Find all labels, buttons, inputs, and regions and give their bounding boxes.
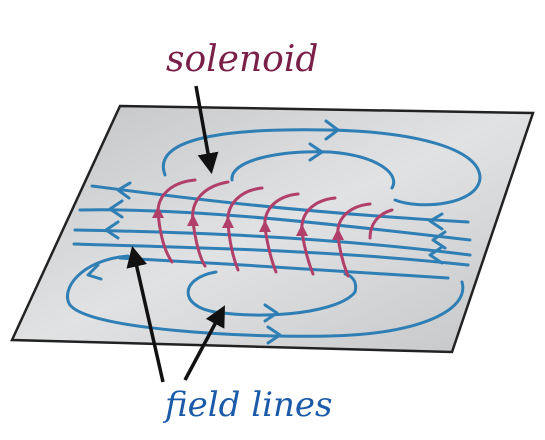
field-line-axial-4 <box>72 242 470 267</box>
field-line-bottom-outer <box>66 254 465 338</box>
arrowhead-bottom-outer <box>86 263 103 281</box>
solenoid-label: solenoid <box>166 39 319 80</box>
field-lines-pointer-arrow-left <box>126 245 165 383</box>
field-line-arrowheads <box>86 119 447 345</box>
field-line-top-inner <box>230 150 396 190</box>
field-line-axial-5 <box>118 256 450 280</box>
arrowhead-top-inner <box>308 142 324 162</box>
arrowhead-axial-right-1 <box>428 212 444 231</box>
coil-arrowheads <box>152 206 344 240</box>
field-line-axial-1 <box>90 184 470 224</box>
arrowhead-axial-right-2 <box>431 230 447 250</box>
arrowhead-axial-1 <box>116 181 132 200</box>
arrowhead-bottom-inner <box>263 303 279 323</box>
arrowhead-axial-3 <box>104 220 120 240</box>
field-lines-label: field lines <box>165 385 333 425</box>
arrowhead-axial-2 <box>108 199 124 219</box>
solenoid-pointer-arrow <box>194 85 219 175</box>
field-line-axial-2 <box>78 208 472 242</box>
field-line-bottom-inner <box>186 270 358 317</box>
field-line-axial-3 <box>73 228 472 257</box>
arrowhead-bottom-right <box>266 325 282 345</box>
field-lines <box>66 128 482 338</box>
field-lines-pointer-arrow-right <box>183 305 225 381</box>
arrowhead-axial-right-3 <box>428 245 444 265</box>
coil-turn-7 <box>368 208 394 240</box>
pointer-arrows <box>126 85 225 383</box>
field-line-top-outer <box>161 128 482 207</box>
arrowhead-top-outer <box>324 119 340 141</box>
